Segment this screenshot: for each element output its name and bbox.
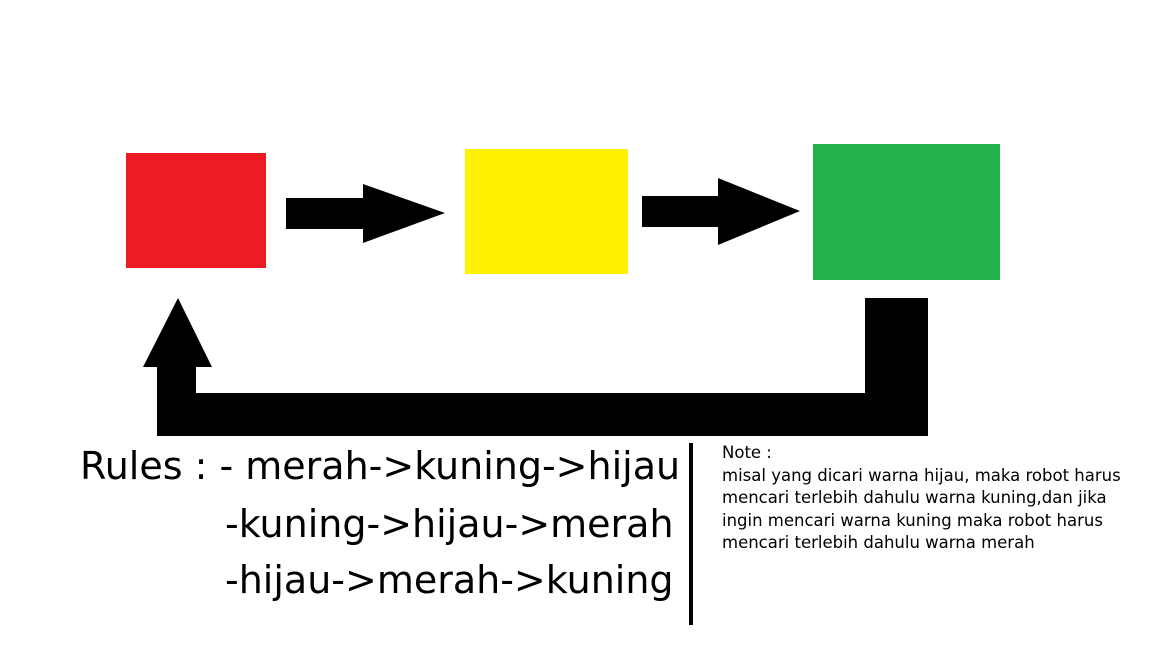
note-line-1: misal yang dicari warna hijau, maka robo…: [722, 465, 1121, 485]
green-box: [813, 144, 1000, 280]
note-line-2: mencari terlebih dahulu warna kuning,dan…: [722, 488, 1107, 507]
red-box: [126, 153, 266, 268]
note-line-3: ingin mencari warna kuning maka robot ha…: [722, 510, 1103, 530]
note-line-4: mencari terlebih dahulu warna merah: [722, 533, 1035, 552]
rules-line-2: -kuning->hijau->merah: [225, 502, 674, 546]
rules-line-1: Rules : - merah->kuning->hijau: [80, 444, 681, 488]
arrow-green-to-red-return: [143, 298, 928, 436]
note-block: Note : misal yang dicari warna hijau, ma…: [722, 442, 1121, 555]
divider-line: [689, 443, 693, 625]
note-title: Note :: [722, 443, 772, 462]
arrow-yellow-to-green: [642, 178, 800, 245]
yellow-box: [465, 149, 628, 274]
arrow-red-to-yellow: [286, 184, 445, 243]
rules-line-3: -hijau->merah->kuning: [225, 558, 674, 602]
